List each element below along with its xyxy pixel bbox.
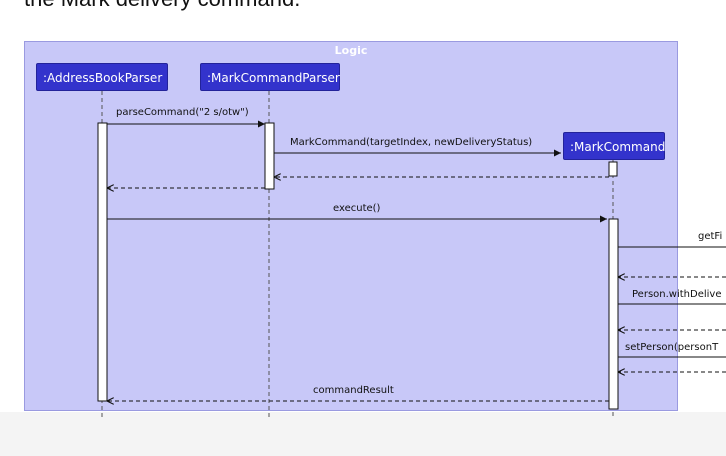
label-set-person: setPerson(personT (625, 342, 719, 353)
logic-frame: Logic (24, 41, 678, 411)
activation-mark-command-execute (608, 218, 619, 410)
caption-fragment: the Mark delivery command. (24, 0, 300, 12)
label-command-result: commandResult (313, 385, 394, 396)
activation-address-book-parser (97, 122, 108, 402)
frame-title: Logic (334, 44, 368, 57)
background-strip (678, 0, 726, 456)
label-person-with: Person.withDelive (632, 289, 722, 300)
label-execute: execute() (333, 203, 381, 214)
label-create-mark-command: MarkCommand(targetIndex, newDeliveryStat… (290, 137, 533, 148)
activation-mark-command-parser (264, 122, 275, 190)
bottom-strip (0, 412, 726, 456)
participant-mark-command: :MarkCommand (563, 132, 665, 160)
label-get-fi: getFi (698, 231, 723, 242)
participant-mark-command-parser: :MarkCommandParser (200, 63, 340, 91)
activation-mark-command-create (608, 161, 618, 177)
participant-address-book-parser: :AddressBookParser (36, 63, 168, 91)
label-parse-command: parseCommand("2 s/otw") (116, 107, 249, 118)
